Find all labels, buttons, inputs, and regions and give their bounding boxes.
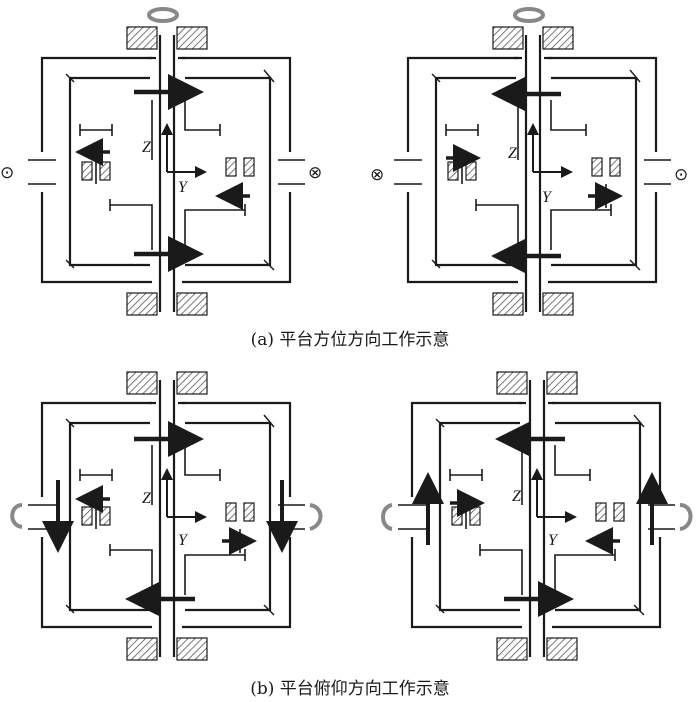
dot-symbol-icon: ⊙ bbox=[674, 165, 688, 185]
panel-b-right: Z Y bbox=[381, 372, 693, 660]
z-axis-label: Z bbox=[512, 488, 522, 505]
panel-a-right: Z Y ⊗ ⊙ bbox=[370, 7, 688, 315]
rotation-arrow-icon bbox=[513, 7, 545, 23]
pitch-rotation-icon bbox=[10, 503, 323, 531]
z-axis-label: Z bbox=[142, 490, 152, 507]
z-axis-label: Z bbox=[142, 139, 152, 156]
y-axis-label: Y bbox=[178, 179, 189, 196]
caption-a: (a) 平台方位方向工作示意 bbox=[251, 330, 450, 350]
y-axis-label: Y bbox=[548, 532, 559, 549]
cross-symbol-icon: ⊗ bbox=[308, 163, 322, 183]
cross-symbol-icon: ⊗ bbox=[370, 165, 384, 185]
caption-b: (b) 平台俯仰方向工作示意 bbox=[250, 679, 450, 699]
panel-a-left: Z Y ⊙ ⊗ bbox=[0, 7, 322, 315]
dot-symbol-icon: ⊙ bbox=[0, 163, 14, 183]
panel-b-left: Z Y bbox=[10, 372, 323, 660]
pitch-rotation-icon bbox=[381, 503, 693, 531]
z-axis-label: Z bbox=[508, 145, 518, 162]
y-axis-label: Y bbox=[178, 532, 189, 549]
y-axis-label: Y bbox=[542, 189, 553, 206]
rotation-arrow-icon bbox=[147, 7, 179, 23]
